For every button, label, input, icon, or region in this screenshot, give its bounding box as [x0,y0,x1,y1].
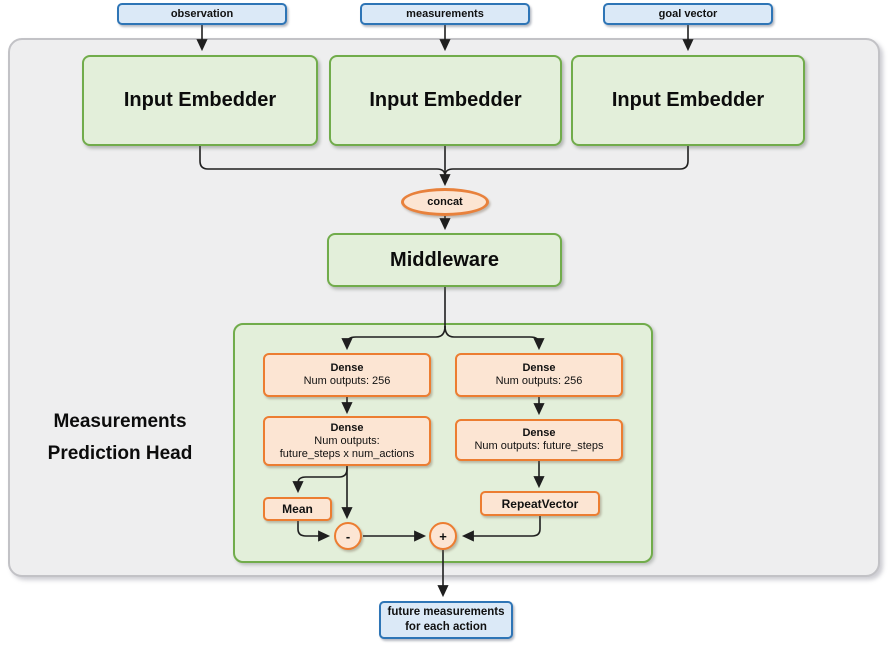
add-operator: + [429,522,457,550]
repeat-vector-node: RepeatVector [480,491,600,516]
input-chip-measurements: measurements [360,3,530,25]
input-chip-observation: observation [117,3,287,25]
head-title-line2: Prediction Head [47,443,193,464]
dense-outputs: Num outputs: future_steps [474,440,604,452]
dense-title: Dense [522,427,556,439]
output-chip-future-measurements: future measurements for each action [379,601,513,639]
dense-right-future-steps: Dense Num outputs: future_steps [455,419,623,461]
output-line2: for each action [405,621,487,633]
input-embedder-measurements: Input Embedder [329,55,562,146]
middleware-node: Middleware [327,233,562,287]
dense-right-256: Dense Num outputs: 256 [455,353,623,397]
concat-node: concat [401,188,489,216]
dense-outputs: Num outputs: 256 [303,375,391,387]
subtract-operator: - [334,522,362,550]
dense-title: Dense [522,362,556,374]
input-embedder-goal-vector: Input Embedder [571,55,805,146]
mean-node: Mean [263,497,332,521]
dense-left-future-steps-num-actions: Dense Num outputs: future_steps x num_ac… [263,416,431,466]
dense-title: Dense [330,421,364,434]
dense-outputs: Num outputs: 256 [495,375,583,387]
measurements-prediction-head-title: Measurements Prediction Head [18,406,222,470]
output-line1: future measurements [387,606,505,618]
dense-left-256: Dense Num outputs: 256 [263,353,431,397]
input-chip-goal-vector: goal vector [603,3,773,25]
head-title-line1: Measurements [53,411,187,432]
dense-title: Dense [330,362,364,374]
dense-outputs-line2: future_steps x num_actions [279,447,415,460]
input-embedder-observation: Input Embedder [82,55,318,146]
dense-outputs-line1: Num outputs: [314,434,380,447]
